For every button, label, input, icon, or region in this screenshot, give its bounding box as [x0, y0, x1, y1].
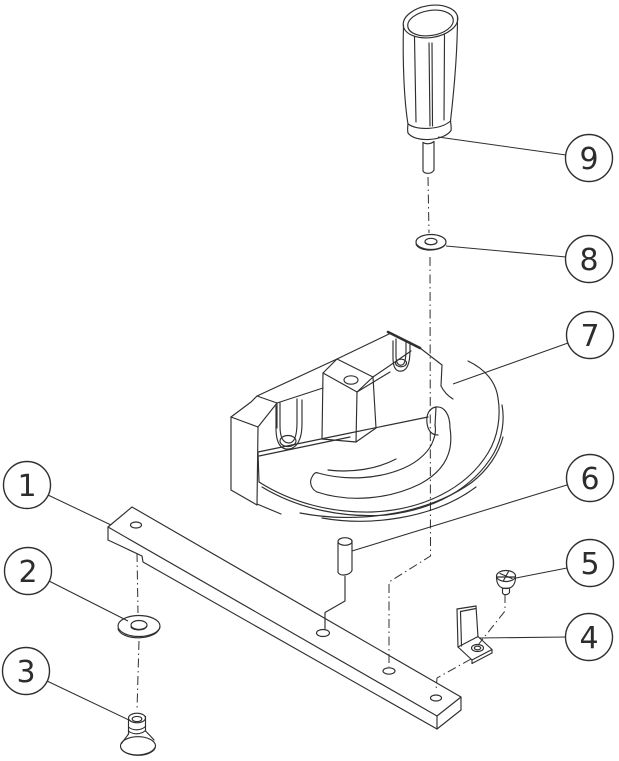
- centerline-screw-axis-upper: [477, 594, 506, 646]
- callout-1: 1: [2, 460, 52, 510]
- callout-1-circle: [2, 460, 52, 510]
- centerline-bolt-axis-lower: [136, 640, 140, 711]
- leader-line-6: [351, 484, 568, 552]
- callout-9: 9: [564, 133, 614, 183]
- callout-5: 5: [565, 538, 615, 588]
- callout-4-number: 4: [579, 621, 598, 656]
- callout-1-number: 1: [17, 469, 36, 504]
- callout-3-number: 3: [16, 655, 35, 690]
- part-washer-small: [117, 614, 161, 639]
- centerline-bolt-axis-upper: [136, 552, 139, 614]
- bar-hole-mid-1: [315, 628, 331, 638]
- callout-6: 6: [565, 453, 615, 503]
- part-flat-washer: [415, 233, 447, 251]
- callout-8: 8: [564, 234, 614, 284]
- callout-4-circle: [564, 612, 614, 662]
- bar-hole-mid-2: [382, 667, 396, 675]
- part-pan-head-screw: [495, 569, 517, 596]
- centerline-main-axis: [388, 256, 432, 667]
- leader-line-9: [437, 136, 567, 156]
- bar-hole-front: [129, 521, 143, 529]
- centerline-knob-axis: [427, 176, 430, 234]
- callout-2-circle: [3, 546, 53, 596]
- part-miter-gauge-head: [230, 330, 504, 522]
- leader-line-7: [452, 342, 569, 385]
- callout-2-number: 2: [18, 555, 37, 590]
- callout-5-number: 5: [580, 547, 599, 582]
- centerline-screw-axis-lower: [435, 658, 472, 692]
- leader-line-3: [46, 680, 132, 722]
- callout-7-circle: [565, 310, 615, 360]
- part-miter-bar: [107, 506, 462, 730]
- callout-8-number: 8: [579, 243, 598, 278]
- leader-lines: [46, 136, 569, 722]
- assembly-centerlines: [136, 176, 506, 711]
- callout-3-circle: [1, 646, 51, 696]
- part-angle-bracket: [456, 605, 493, 665]
- callout-9-circle: [564, 133, 614, 183]
- part-flange-bolt: [119, 712, 157, 756]
- leader-line-8: [445, 245, 567, 258]
- callout-2: 2: [3, 546, 53, 596]
- phillips-cross-icon: [502, 570, 510, 582]
- callout-9-number: 9: [579, 142, 598, 177]
- callout-7-number: 7: [580, 319, 599, 354]
- leader-line-4: [478, 636, 568, 639]
- bar-hole-rear: [429, 694, 443, 702]
- leader-line-2: [48, 580, 129, 622]
- part-stop-pin: [324, 537, 353, 630]
- part-lock-knob: [402, 4, 459, 174]
- callout-8-circle: [564, 234, 614, 284]
- callout-4: 4: [564, 612, 614, 662]
- callout-7: 7: [565, 310, 615, 360]
- callout-5-circle: [565, 538, 615, 588]
- callout-6-circle: [565, 453, 615, 503]
- callout-3: 3: [1, 646, 51, 696]
- leader-line-1: [47, 494, 112, 526]
- callout-6-number: 6: [580, 462, 599, 497]
- leader-line-5: [515, 567, 568, 579]
